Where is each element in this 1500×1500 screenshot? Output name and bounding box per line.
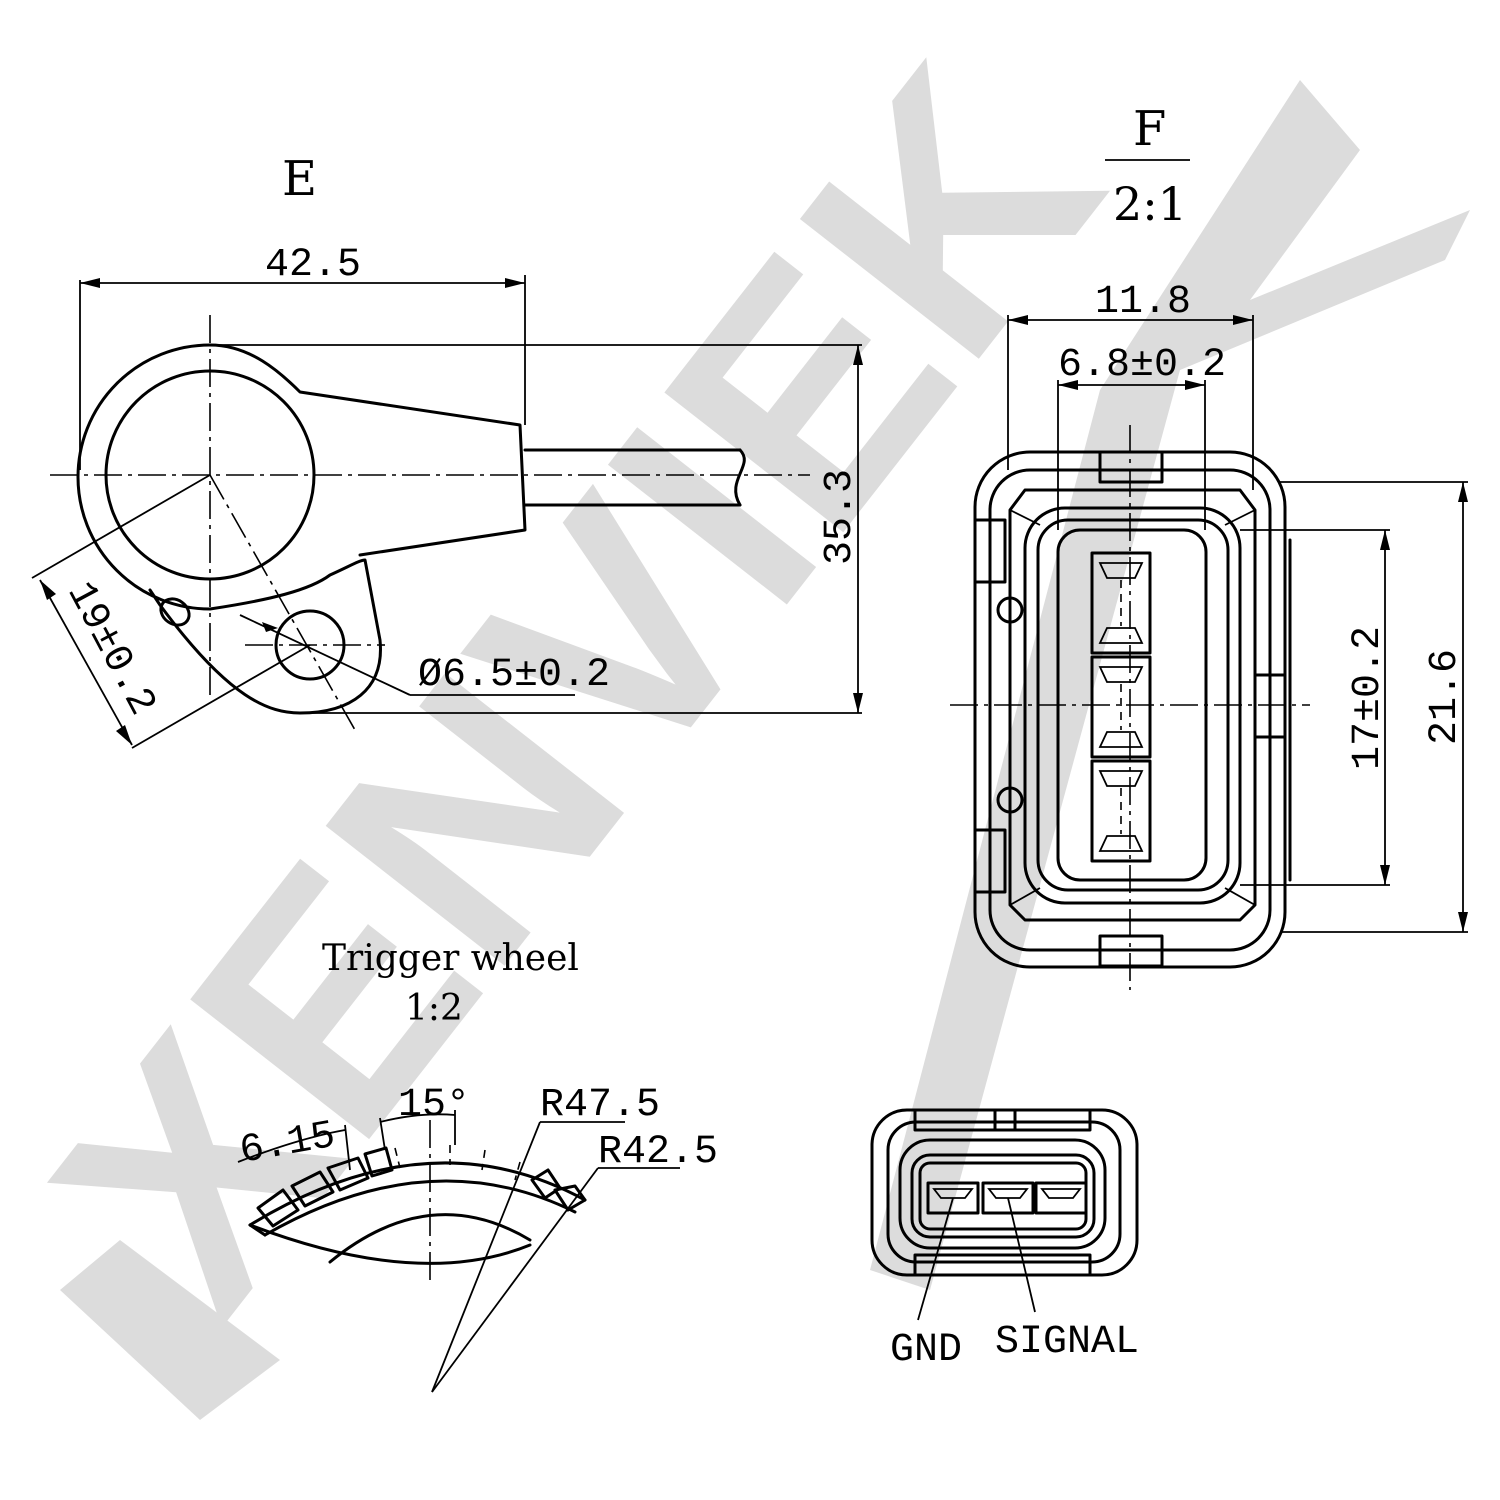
dim-inner-radius-r42-5: R42.5 [598, 1130, 718, 1175]
pin-slot-top [1090, 551, 1152, 655]
dim-outer-radius-r47-5: R47.5 [540, 1083, 660, 1128]
dim-width-42-5: 42.5 [265, 243, 361, 288]
connector-pin-2 [981, 1181, 1035, 1215]
view-f: F 2:1 [950, 101, 1468, 990]
pin-slot-bottom [1090, 759, 1152, 863]
view-e-label: E [282, 151, 317, 207]
trigger-wheel-scale: 1:2 [405, 988, 463, 1029]
dim-height-35-3: 35.3 [818, 469, 863, 565]
connector-face: GND SIGNAL [870, 1108, 1139, 1373]
view-e: E 42.5 35.3 19±0. [31, 151, 863, 749]
dim-hole-6-5: Ø6.5±0.2 [418, 653, 610, 698]
view-f-scale: 2:1 [1113, 177, 1187, 231]
connector-pin-3 [1034, 1181, 1088, 1215]
pin-slot-middle [1090, 655, 1152, 759]
view-f-label: F [1133, 101, 1166, 157]
pin-label-gnd: GND [890, 1328, 962, 1373]
trigger-wheel-teeth [256, 1146, 587, 1228]
dim-angle-15: 15° [398, 1083, 470, 1128]
trigger-wheel-title: Trigger wheel [322, 938, 579, 979]
connector-pin-1 [926, 1181, 980, 1215]
dim-outer-height-21-6: 21.6 [1423, 649, 1468, 745]
dim-offset-19: 19±0.2 [57, 575, 164, 723]
dim-outer-width-11-8: 11.8 [1095, 280, 1191, 325]
pin-label-signal: SIGNAL [995, 1320, 1139, 1365]
dim-inner-height-17: 17±0.2 [1346, 626, 1391, 770]
dim-inner-width-6-8: 6.8±0.2 [1058, 343, 1226, 388]
